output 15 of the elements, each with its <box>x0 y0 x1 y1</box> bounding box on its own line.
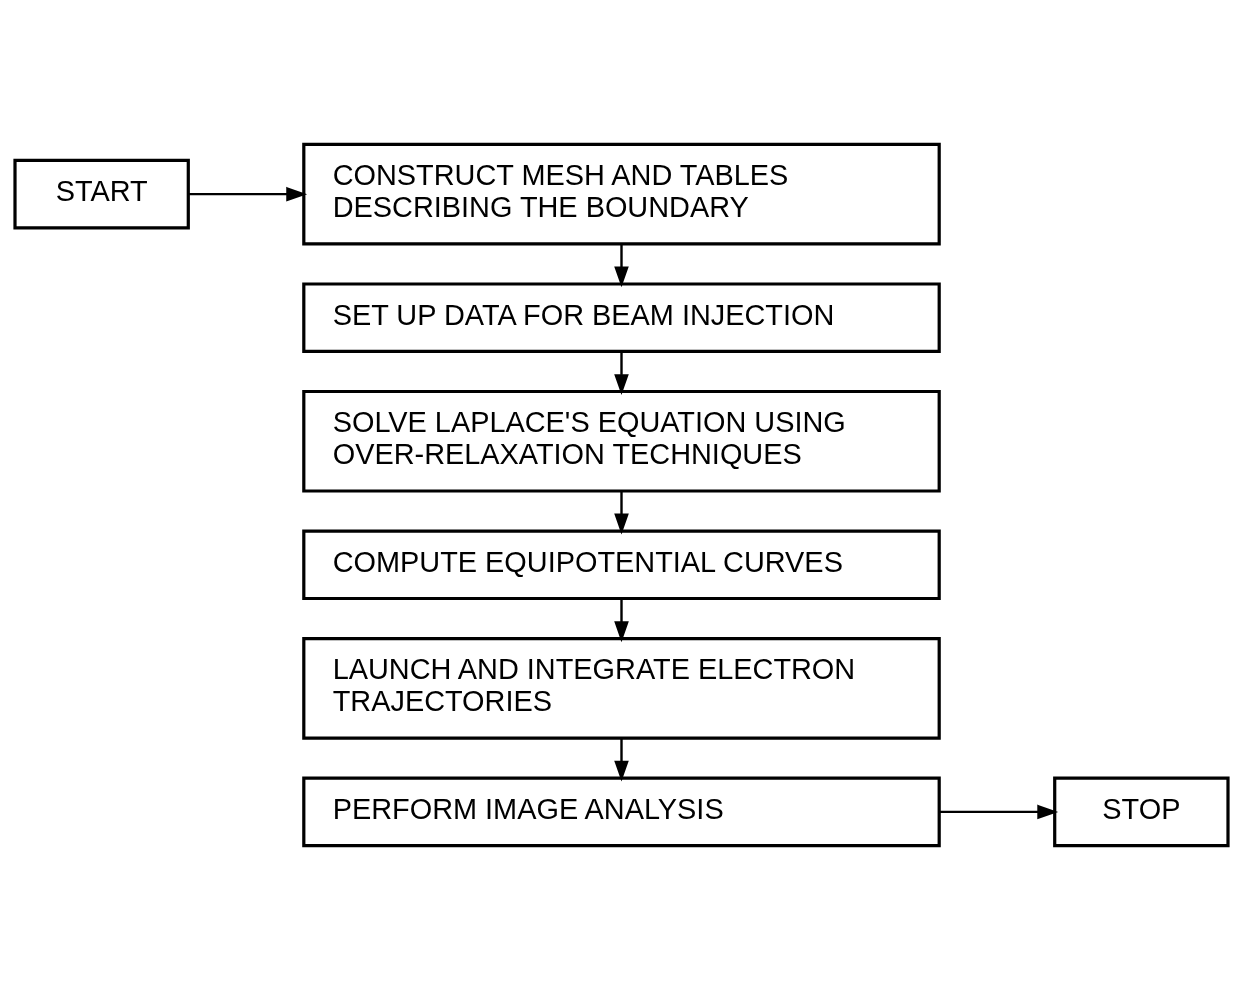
arrow <box>614 351 629 395</box>
arrow <box>614 490 629 534</box>
arrow <box>614 243 629 287</box>
node-box: STOP <box>1053 776 1230 847</box>
node-box: CONSTRUCT MESH AND TABLES DESCRIBING THE BOUNDARY <box>302 142 941 245</box>
node-box: PERFORM IMAGE ANALYSIS <box>302 776 941 847</box>
node-box: LAUNCH AND INTEGRATE ELECTRON TRAJECTORIES <box>302 636 941 740</box>
arrow <box>939 804 1059 819</box>
arrow <box>614 598 629 642</box>
arrow <box>188 186 308 201</box>
node-box: START <box>13 158 190 229</box>
node-box: SET UP DATA FOR BEAM INJECTION <box>302 281 941 353</box>
arrow <box>614 737 629 782</box>
node-box: SOLVE LAPLACE'S EQUATION USING OVER-RELAXATION TECHNIQUES <box>302 389 941 493</box>
node-box: COMPUTE EQUIPOTENTIAL CURVES <box>302 529 941 600</box>
